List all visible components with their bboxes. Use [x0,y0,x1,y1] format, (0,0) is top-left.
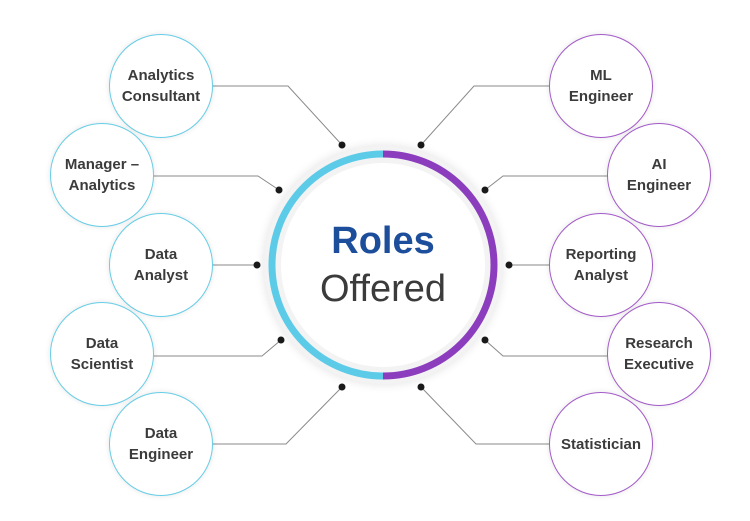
connector-ml-engineer [420,85,552,146]
role-statistician: Statistician [549,392,653,496]
hub-title: Roles [331,220,435,262]
connector-dot [277,336,285,344]
hub-center: Roles Offered [281,163,485,367]
connector-dot [505,261,513,269]
hub-subtitle: Offered [319,268,447,310]
role-label: Data Analyst [133,246,189,284]
role-label: Analytics Consultant [121,67,201,105]
role-label: Statistician [560,435,642,453]
connector-data-engineer [213,386,343,445]
role-label: Data Scientist [70,335,134,373]
hub-right-arc [382,150,498,380]
connector-manager-analytics [153,175,280,191]
role-data-engineer: Data Engineer [109,392,213,496]
connector-dot [253,261,261,269]
connector-statistician [420,386,551,445]
connector-dot [275,186,283,194]
role-ml-engineer: ML Engineer [549,34,653,138]
role-data-scientist: Data Scientist [50,302,154,406]
connector-dot [417,383,425,391]
hub-left-arc [268,150,384,380]
connector-data-scientist [153,339,282,357]
role-research-executive: Research Executive [607,302,711,406]
connector-dot [338,141,346,149]
role-label: Data Engineer [128,425,194,463]
role-label: ML Engineer [568,67,634,105]
connector-research-executive [484,339,609,357]
role-manager-analytics: Manager – Analytics [50,123,154,227]
role-label: Reporting Analyst [565,246,637,284]
connector-dot [481,336,489,344]
role-reporting-analyst: Reporting Analyst [549,213,653,317]
role-data-analyst: Data Analyst [109,213,213,317]
role-label: Manager – Analytics [64,156,140,194]
role-label: AI Engineer [626,156,692,194]
connector-analytics-consultant [211,85,343,146]
role-label: Research Executive [623,335,695,373]
role-ai-engineer: AI Engineer [607,123,711,227]
connector-dot [417,141,425,149]
role-analytics-consultant: Analytics Consultant [109,34,213,138]
connector-ai-engineer [484,175,609,191]
connector-dot [481,186,489,194]
connector-dot [338,383,346,391]
